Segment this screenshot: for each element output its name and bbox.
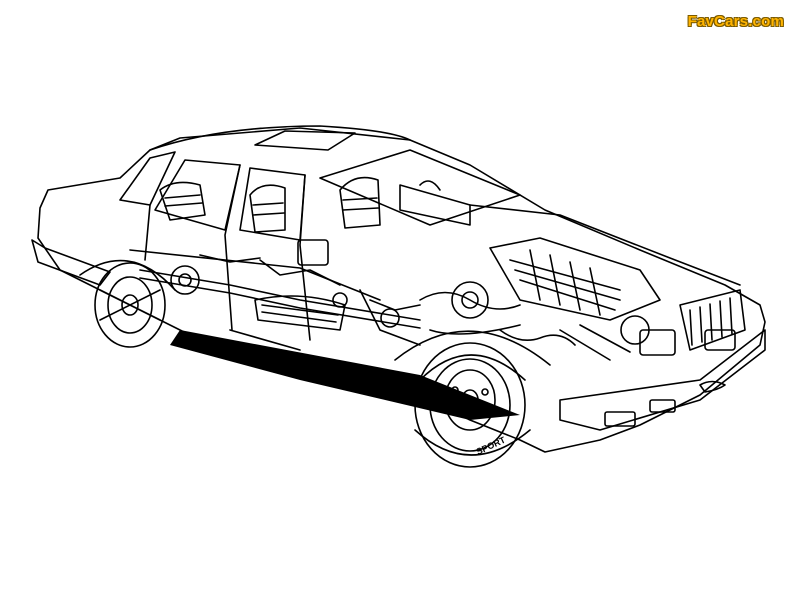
tire-lettering: SPORT [475,434,508,456]
rear-window [119,151,176,206]
rear-wheel [94,262,166,348]
ground-shadow [170,330,520,420]
watermark-prefix: Fav [687,13,715,30]
engine [419,237,661,361]
driver-seat [339,176,381,229]
hood [469,204,741,286]
headlight [639,329,676,356]
watermark-brand: Cars [714,13,749,30]
favcars-watermark: FavCars.com [688,13,784,30]
sunroof [254,130,356,151]
rear-bumper [31,239,111,286]
front-bumper [559,329,766,431]
front-wheel [414,342,531,468]
front-grille [679,289,746,351]
watermark-suffix: .com [748,13,784,30]
front-seat [249,184,286,233]
floor-seat [254,295,346,331]
body-outline [37,127,766,453]
side-mirror [297,239,329,266]
rear-seat [159,181,206,221]
driveshaft [139,269,421,321]
jaguar-emblem [699,380,726,393]
windshield [319,149,521,226]
roof [149,125,411,151]
